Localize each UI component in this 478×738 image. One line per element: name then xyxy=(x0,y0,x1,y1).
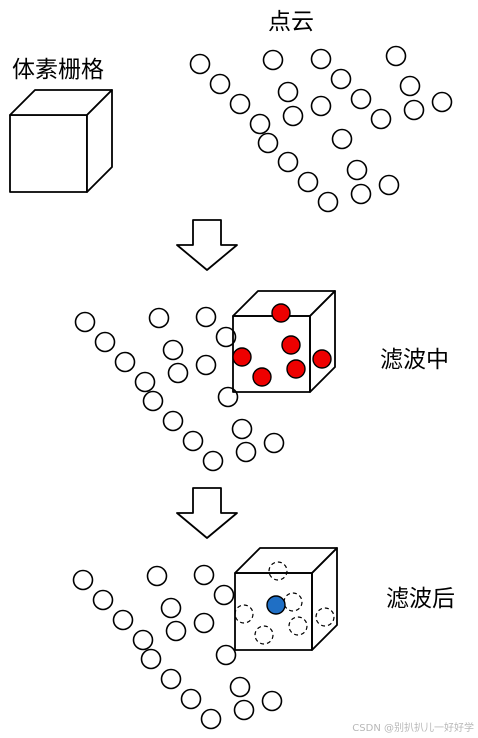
point xyxy=(114,351,136,373)
point xyxy=(182,430,204,452)
removed-points xyxy=(234,561,335,645)
point xyxy=(162,410,184,432)
point xyxy=(193,612,215,634)
point xyxy=(200,708,222,730)
removed-point xyxy=(315,607,335,627)
point xyxy=(282,105,304,127)
voxel-cube xyxy=(9,89,113,193)
filtering-label: 滤波中 xyxy=(380,347,449,373)
point xyxy=(249,113,271,135)
point xyxy=(162,339,184,361)
point xyxy=(403,99,425,121)
watermark: CSDN @别扒扒儿一好好学 xyxy=(352,721,474,734)
point xyxy=(217,386,239,408)
point xyxy=(146,565,168,587)
point xyxy=(331,128,353,150)
point xyxy=(385,45,407,67)
selected-point xyxy=(232,347,252,367)
point xyxy=(140,648,162,670)
down-arrow-2 xyxy=(176,487,238,539)
selected-point xyxy=(312,349,332,369)
voxel-grid-label: 体素栅格 xyxy=(12,57,104,83)
selected-point xyxy=(286,359,306,379)
point xyxy=(132,629,154,651)
point xyxy=(74,311,96,333)
point xyxy=(209,73,231,95)
point xyxy=(350,88,372,110)
point xyxy=(94,331,116,353)
point-cloud-label: 点云 xyxy=(268,9,314,35)
point-cloud-bottom xyxy=(72,564,283,730)
point xyxy=(92,589,114,611)
removed-point xyxy=(234,604,254,624)
point xyxy=(160,668,182,690)
point xyxy=(277,81,299,103)
point xyxy=(142,390,164,412)
point xyxy=(263,432,285,454)
point xyxy=(261,690,283,712)
point xyxy=(233,699,255,721)
point xyxy=(180,688,202,710)
point xyxy=(235,441,257,463)
filter-cube-bottom xyxy=(234,547,338,651)
down-arrow-1 xyxy=(176,219,238,271)
point xyxy=(277,151,299,173)
point xyxy=(317,191,339,213)
point xyxy=(148,307,170,329)
point-cloud-middle xyxy=(74,306,285,472)
point xyxy=(195,306,217,328)
point xyxy=(213,584,235,606)
point xyxy=(297,171,319,193)
point xyxy=(399,75,421,97)
point xyxy=(165,620,187,642)
removed-point xyxy=(283,592,303,612)
point xyxy=(229,93,251,115)
point xyxy=(350,183,372,205)
removed-point xyxy=(254,625,274,645)
point xyxy=(160,597,182,619)
point-cloud-top xyxy=(189,45,453,213)
point xyxy=(193,564,215,586)
removed-point xyxy=(268,561,288,581)
point xyxy=(431,91,453,113)
selected-point xyxy=(271,303,291,323)
selected-points xyxy=(232,303,332,387)
point xyxy=(229,676,251,698)
removed-point xyxy=(288,616,308,636)
point xyxy=(189,53,211,75)
point xyxy=(195,354,217,376)
point xyxy=(215,644,237,666)
point xyxy=(370,108,392,130)
point xyxy=(378,174,400,196)
filtered-label: 滤波后 xyxy=(386,586,455,612)
point xyxy=(257,132,279,154)
point xyxy=(72,569,94,591)
point xyxy=(310,95,332,117)
centroid-point xyxy=(266,595,286,615)
point xyxy=(202,450,224,472)
point xyxy=(330,68,352,90)
point xyxy=(231,418,253,440)
selected-point xyxy=(281,335,301,355)
point xyxy=(215,326,237,348)
point xyxy=(262,49,284,71)
point xyxy=(310,48,332,70)
selected-point xyxy=(252,367,272,387)
point xyxy=(346,159,368,181)
point xyxy=(112,609,134,631)
point xyxy=(167,362,189,384)
point xyxy=(134,371,156,393)
